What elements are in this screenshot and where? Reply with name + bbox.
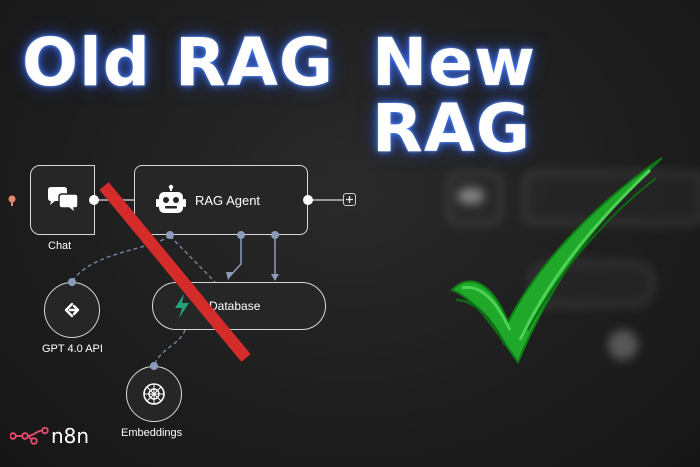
embeddings-label: Embeddings bbox=[121, 427, 183, 439]
memory-arrow bbox=[226, 272, 234, 280]
embeddings-dashed-connector bbox=[153, 329, 186, 367]
agent-model-port[interactable] bbox=[166, 231, 174, 239]
rag-agent-label: RAG Agent bbox=[195, 193, 261, 208]
headline-old: Old RAG bbox=[22, 24, 335, 101]
agent-output-port[interactable] bbox=[303, 195, 313, 205]
chat-bubbles-icon bbox=[48, 187, 79, 215]
chat-output-port[interactable] bbox=[89, 195, 99, 205]
n8n-logo-text: n8n bbox=[51, 424, 90, 448]
plus-icon bbox=[346, 196, 353, 203]
agent-db-dashed-connector bbox=[169, 235, 216, 283]
model-dashed-connector bbox=[71, 235, 171, 283]
bolt-icon bbox=[175, 294, 189, 318]
robot-icon bbox=[156, 184, 186, 213]
chat-label: Chat bbox=[48, 240, 72, 252]
agent-memory-port[interactable] bbox=[237, 231, 245, 239]
tool-arrow bbox=[271, 274, 279, 281]
gpt-label: GPT 4.0 API bbox=[42, 343, 103, 355]
n8n-logo-mark bbox=[10, 427, 49, 445]
database-node[interactable]: Database bbox=[152, 282, 326, 330]
gpt-model-node[interactable] bbox=[44, 282, 100, 338]
agent-tool-port[interactable] bbox=[271, 231, 279, 239]
database-label: Database bbox=[209, 299, 261, 313]
openai-icon bbox=[64, 302, 80, 318]
rag-agent-node[interactable]: RAG Agent bbox=[134, 165, 308, 235]
add-node-button[interactable] bbox=[343, 193, 356, 206]
embeddings-icon bbox=[143, 383, 165, 405]
gpt-port[interactable] bbox=[68, 278, 76, 286]
headline-new: New RAG bbox=[372, 24, 536, 167]
trigger-bolt-icon bbox=[8, 195, 16, 206]
embeddings-node[interactable] bbox=[126, 366, 182, 422]
embeddings-port[interactable] bbox=[150, 362, 158, 370]
